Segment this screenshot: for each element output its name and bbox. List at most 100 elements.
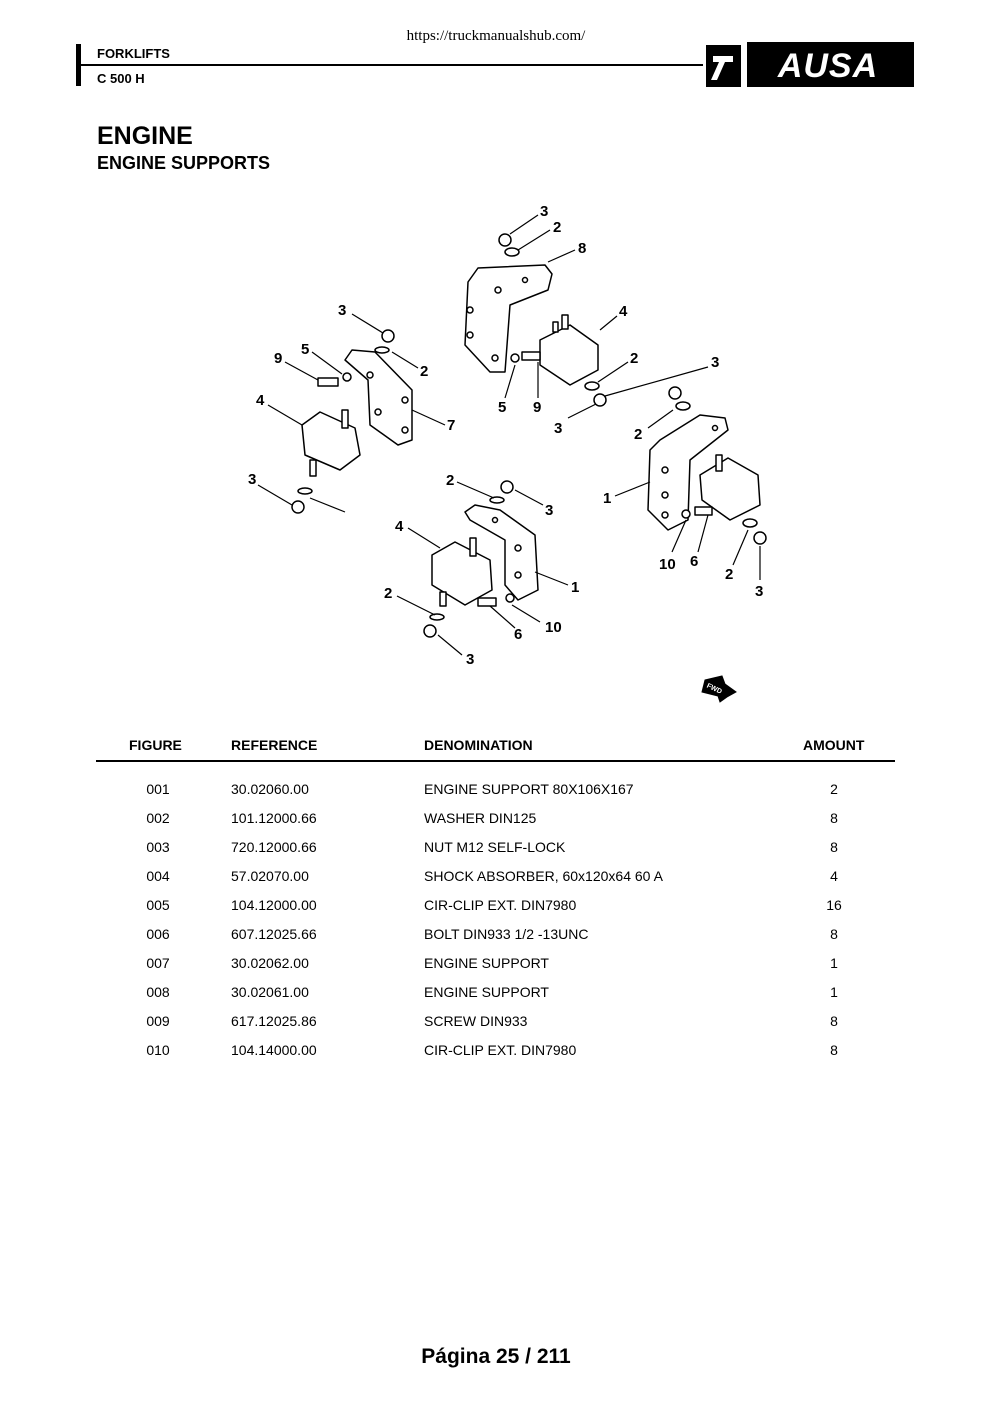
cell-figure: 002	[146, 810, 170, 826]
table-row: 003 720.12000.66 NUT M12 SELF-LOCK 8	[96, 832, 895, 861]
cell-figure: 007	[146, 955, 170, 971]
bracket-7	[344, 349, 413, 446]
header-bar	[76, 44, 81, 86]
cell-denomination: CIR-CLIP EXT. DIN7980	[424, 1042, 577, 1058]
col-amount: AMOUNT	[803, 737, 865, 753]
col-figure: FIGURE	[129, 737, 182, 753]
shock-absorber-upper	[539, 324, 599, 386]
cell-figure: 001	[146, 781, 170, 797]
callout-5b: 5	[498, 399, 506, 416]
table-row: 009 617.12025.86 SCREW DIN933 8	[96, 1006, 895, 1035]
callout-9b: 9	[533, 399, 541, 416]
cell-denomination: SCREW DIN933	[424, 1013, 528, 1029]
cell-denomination: WASHER DIN125	[424, 810, 537, 826]
cell-amount: 8	[830, 1042, 838, 1058]
callout-5a: 5	[301, 341, 309, 358]
cell-denomination: SHOCK ABSORBER, 60x120x64 60 A	[424, 868, 663, 884]
source-url[interactable]: https://truckmanualshub.com/	[406, 28, 586, 44]
cell-denomination: ENGINE SUPPORT 80X106X167	[424, 781, 634, 797]
cell-reference: 607.12025.66	[231, 926, 317, 942]
callout-3c: 3	[711, 354, 719, 371]
cell-reference: 30.02060.00	[231, 781, 309, 797]
callout-2e: 2	[446, 472, 454, 489]
cell-denomination: NUT M12 SELF-LOCK	[424, 839, 566, 855]
cell-reference: 617.12025.86	[231, 1013, 317, 1029]
callout-6b: 6	[514, 626, 522, 643]
callout-8: 8	[578, 240, 586, 257]
table-header: FIGURE REFERENCE DENOMINATION AMOUNT	[96, 730, 895, 762]
cell-denomination: CIR-CLIP EXT. DIN7980	[424, 897, 577, 913]
cell-amount: 8	[830, 839, 838, 855]
shock-absorber-lower	[431, 541, 493, 606]
exploded-parts-diagram: 3 2 8 3 4 9 5 2 2 3 5 9 4 7 3 2 3 2 3 1 …	[248, 203, 767, 703]
parts-table: FIGURE REFERENCE DENOMINATION AMOUNT 001…	[96, 730, 895, 1064]
page-number: Página 25 / 211	[421, 1345, 571, 1368]
ausa-logo: AUSA	[703, 42, 914, 87]
cell-reference: 720.12000.66	[231, 839, 317, 855]
callout-9a: 9	[274, 350, 282, 367]
fwd-arrow-icon: FWD	[701, 675, 737, 703]
callout-1b: 1	[571, 579, 579, 596]
cell-figure: 004	[146, 868, 170, 884]
shock-absorber-right	[699, 457, 761, 521]
cell-figure: 010	[146, 1042, 170, 1058]
callout-3e: 3	[248, 471, 256, 488]
callout-1a: 1	[603, 490, 611, 507]
table-row: 004 57.02070.00 SHOCK ABSORBER, 60x120x6…	[96, 861, 895, 890]
cell-amount: 4	[830, 868, 838, 884]
table-row: 002 101.12000.66 WASHER DIN125 8	[96, 803, 895, 832]
callout-3d: 3	[554, 420, 562, 437]
cell-amount: 16	[826, 897, 842, 913]
table-row: 005 104.12000.00 CIR-CLIP EXT. DIN7980 1…	[96, 890, 895, 919]
callout-6a: 6	[690, 553, 698, 570]
callout-7: 7	[447, 417, 455, 434]
cell-reference: 57.02070.00	[231, 868, 309, 884]
cell-figure: 008	[146, 984, 170, 1000]
callout-10a: 10	[659, 556, 676, 573]
cell-denomination: ENGINE SUPPORT	[424, 955, 549, 971]
callout-3a: 3	[540, 203, 548, 220]
callout-2g: 2	[384, 585, 392, 602]
cell-amount: 1	[830, 955, 838, 971]
logo-text: AUSA	[777, 47, 878, 85]
cell-reference: 30.02062.00	[231, 955, 309, 971]
callout-3f: 3	[545, 502, 553, 519]
cell-figure: 006	[146, 926, 170, 942]
page-subtitle: ENGINE SUPPORTS	[97, 153, 271, 173]
header-rule	[81, 64, 706, 66]
callout-3b: 3	[338, 302, 346, 319]
bracket-1-right	[647, 414, 729, 531]
header-category: FORKLIFTS	[97, 46, 170, 61]
cell-reference: 104.14000.00	[231, 1042, 317, 1058]
callout-2d: 2	[634, 426, 642, 443]
cell-figure: 005	[146, 897, 170, 913]
cell-reference: 30.02061.00	[231, 984, 309, 1000]
callout-2f: 2	[725, 566, 733, 583]
callout-4c: 4	[395, 518, 404, 535]
callout-2a: 2	[553, 219, 561, 236]
cell-amount: 8	[830, 926, 838, 942]
cell-figure: 003	[146, 839, 170, 855]
table-row: 008 30.02061.00 ENGINE SUPPORT 1	[96, 977, 895, 1006]
cell-denomination: ENGINE SUPPORT	[424, 984, 549, 1000]
callout-2c: 2	[420, 363, 428, 380]
cell-amount: 1	[830, 984, 838, 1000]
cell-reference: 104.12000.00	[231, 897, 317, 913]
callout-3h: 3	[466, 651, 474, 668]
col-reference: REFERENCE	[231, 737, 318, 753]
table-row: 001 30.02060.00 ENGINE SUPPORT 80X106X16…	[96, 774, 895, 803]
callout-10b: 10	[545, 619, 562, 636]
table-row: 010 104.14000.00 CIR-CLIP EXT. DIN7980 8	[96, 1035, 895, 1064]
cell-figure: 009	[146, 1013, 170, 1029]
header-model: C 500 H	[97, 71, 145, 86]
col-denomination: DENOMINATION	[424, 737, 533, 753]
page-title: ENGINE	[97, 122, 193, 150]
cell-amount: 2	[830, 781, 838, 797]
callout-4b: 4	[256, 392, 265, 409]
cell-amount: 8	[830, 1013, 838, 1029]
table-row: 007 30.02062.00 ENGINE SUPPORT 1	[96, 948, 895, 977]
cell-amount: 8	[830, 810, 838, 826]
callout-3g: 3	[755, 583, 763, 600]
cell-reference: 101.12000.66	[231, 810, 317, 826]
cell-denomination: BOLT DIN933 1/2 -13UNC	[424, 926, 589, 942]
